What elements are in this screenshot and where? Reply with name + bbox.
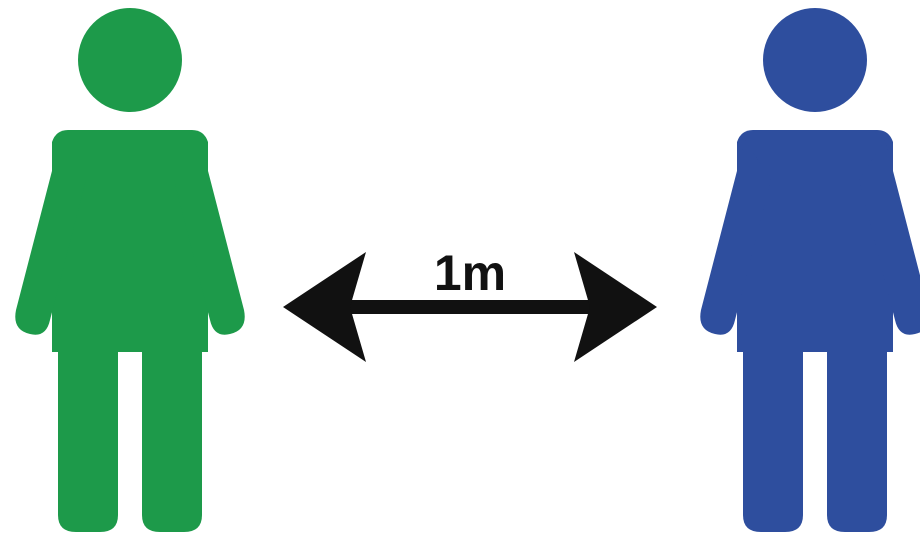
right-person-icon [700, 8, 920, 532]
left-person-icon [15, 8, 245, 532]
distance-label: 1m [434, 245, 506, 301]
double-headed-arrow-icon [283, 252, 657, 362]
